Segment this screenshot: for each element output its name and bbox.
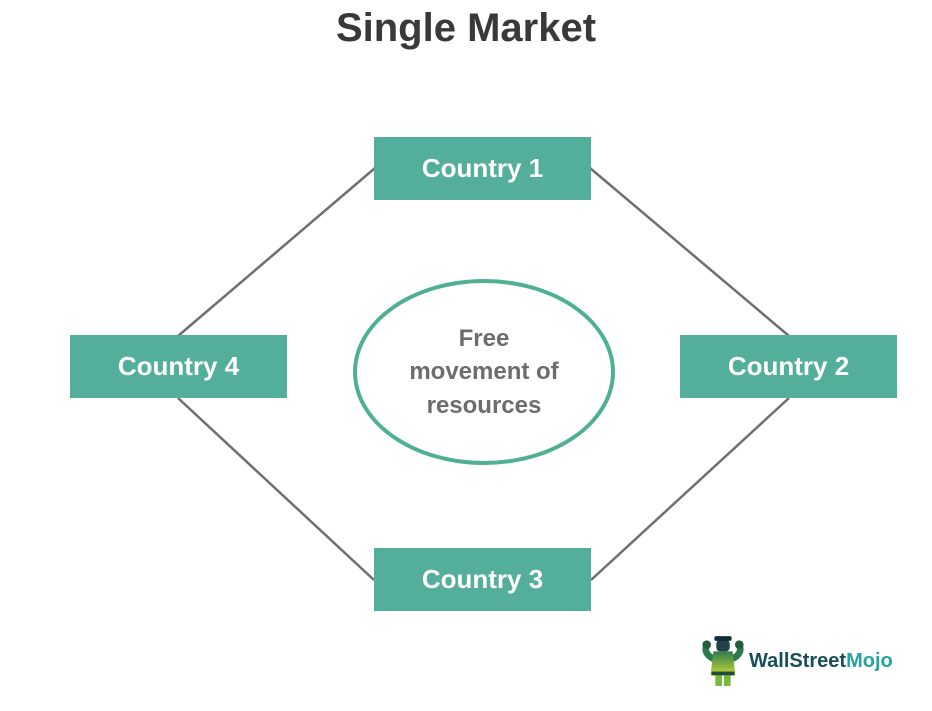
connector-country4-country3 [177,397,375,581]
connector-country2-country3 [590,397,790,581]
strongman-mascot-icon [702,636,744,686]
node-country-2-label: Country 2 [727,351,850,381]
logo-text-teal: Mojo [846,649,893,672]
logo-text-dark: WallStreet [749,649,847,672]
node-country-3-label: Country 3 [421,564,544,594]
node-country-4: Country 4 [70,335,287,398]
center-text-line-1: Free [458,325,510,353]
connector-country1-country4 [177,167,376,337]
node-country-1: Country 1 [374,137,591,200]
wallstreetmojo-logo: WallStreetMojo [700,634,893,688]
logo-wordmark: WallStreetMojo [749,650,893,673]
diagram-title: Single Market [335,6,597,50]
node-country-1-label: Country 1 [421,153,544,183]
node-country-2: Country 2 [680,335,897,398]
center-ellipse: Free movement of resources [353,279,615,465]
center-text-line-2: movement of [409,358,559,386]
node-country-4-label: Country 4 [117,351,240,381]
connector-country1-country2 [589,167,790,337]
node-country-3: Country 3 [374,548,591,611]
center-text-line-3: resources [426,391,542,419]
center-ellipse-text: Free movement of resources [409,322,558,421]
